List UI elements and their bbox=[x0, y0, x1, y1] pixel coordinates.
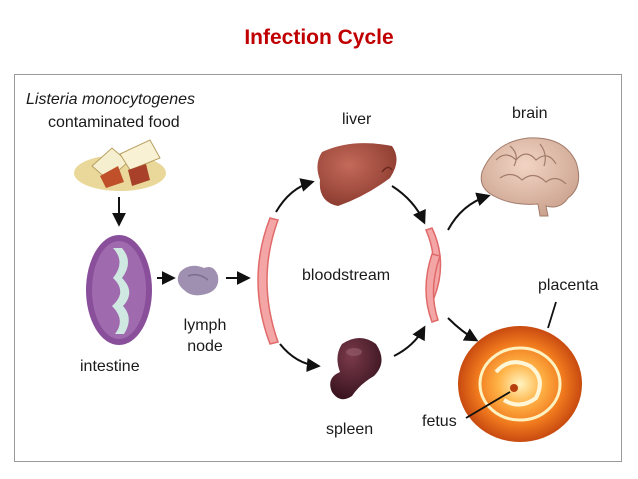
label-liver: liver bbox=[342, 111, 372, 128]
arrow-spleen-to-vessel bbox=[393, 325, 426, 357]
arrow-bloodstream-to-spleen bbox=[279, 343, 321, 372]
label-spleen: spleen bbox=[326, 421, 374, 438]
fetus-pointer-line bbox=[465, 391, 511, 419]
lymph-node-icon bbox=[177, 265, 219, 296]
label-fetus: fetus bbox=[422, 413, 457, 430]
liver-icon bbox=[317, 143, 397, 206]
placenta-fetus-icon bbox=[458, 326, 582, 442]
contaminated-food-icon bbox=[74, 139, 166, 191]
label-placenta: placenta bbox=[538, 277, 599, 294]
brain-icon bbox=[480, 137, 580, 217]
placenta-pointer-line bbox=[547, 301, 557, 329]
label-bloodstream: bloodstream bbox=[302, 267, 391, 284]
label-intestine: intestine bbox=[80, 358, 140, 375]
blood-vessel-left bbox=[257, 217, 279, 345]
intestine-icon bbox=[86, 235, 152, 345]
label-lymph: lymph bbox=[183, 317, 227, 334]
label-brain: brain bbox=[512, 105, 548, 122]
arrow-vessel-to-brain bbox=[447, 192, 491, 231]
blood-vessel-right-lower bbox=[425, 253, 441, 323]
label-contaminated-food: contaminated food bbox=[48, 114, 180, 131]
label-node: node bbox=[187, 338, 223, 355]
arrow-liver-to-vessel bbox=[391, 185, 426, 225]
spleen-icon bbox=[330, 338, 382, 400]
arrow-vessel-to-placenta bbox=[447, 317, 479, 342]
label-listeria: Listeria monocytogenes bbox=[26, 91, 195, 108]
diagram-title: Infection Cycle bbox=[244, 26, 394, 49]
arrow-bloodstream-to-liver bbox=[275, 178, 315, 213]
